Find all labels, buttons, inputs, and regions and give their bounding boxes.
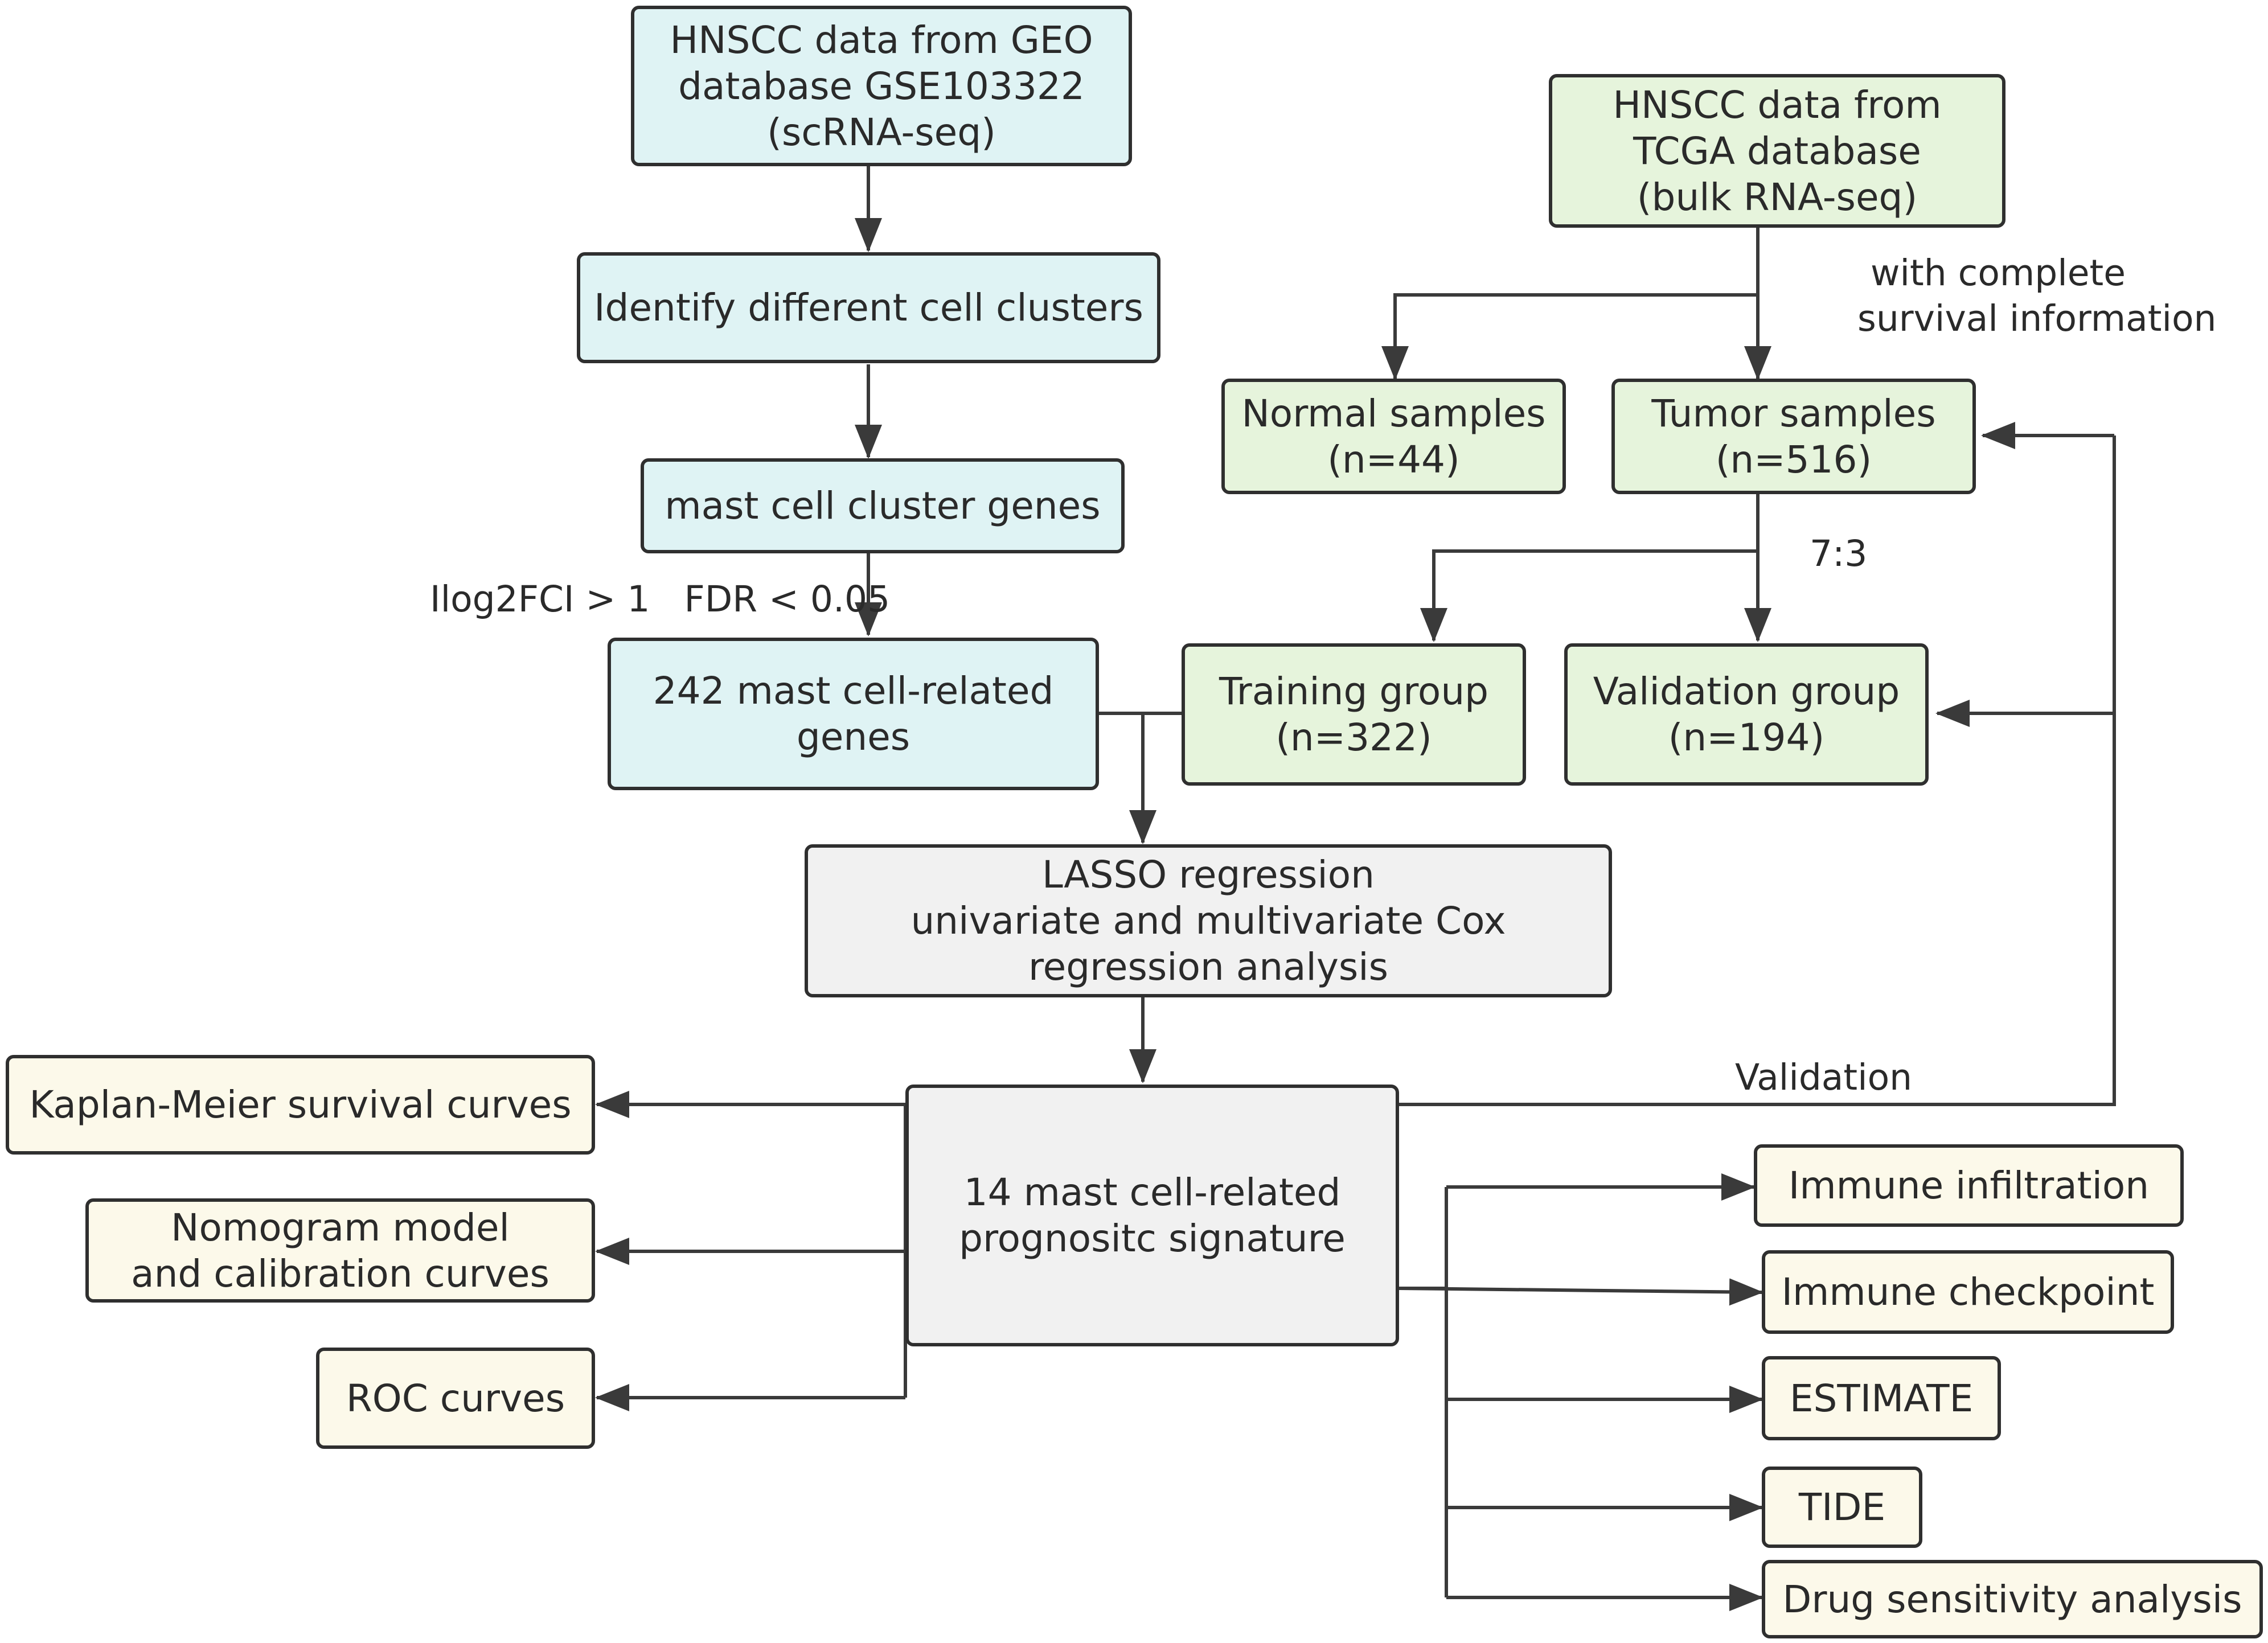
geo-data-line-2: database GSE103322: [678, 64, 1085, 108]
normal-samples-box: Normal samples (n=44): [1221, 379, 1566, 494]
identify-clusters-box: Identify different cell clusters: [577, 252, 1160, 363]
drug-sensitivity-text: Drug sensitivity analysis: [1782, 1577, 2242, 1621]
line-validation-feedback: [1399, 436, 2116, 1106]
survival-info-label-2: survival information: [1857, 298, 2217, 339]
arrow-tcga-to-normal: [1381, 293, 1758, 380]
kaplan-meier-text: Kaplan-Meier survival curves: [29, 1083, 572, 1127]
training-group-line-1: Training group: [1219, 669, 1489, 713]
tumor-samples-box: Tumor samples (n=516): [1611, 379, 1976, 494]
mast-cluster-genes-box: mast cell cluster genes: [641, 458, 1125, 553]
lasso-regression-line-2: univariate and multivariate Cox: [911, 899, 1506, 943]
tide-box: TIDE: [1762, 1467, 1922, 1548]
geo-data-box: HNSCC data from GEO database GSE103322 (…: [631, 6, 1132, 166]
immune-infiltration-box: Immune infiltration: [1754, 1144, 2184, 1227]
immune-checkpoint-box: Immune checkpoint: [1762, 1250, 2174, 1334]
nomogram-line-2: and calibration curves: [131, 1251, 549, 1296]
mast-cluster-genes-text: mast cell cluster genes: [665, 484, 1101, 528]
prognostic-signature-box: 14 mast cell-related prognositc signatur…: [905, 1085, 1399, 1346]
prognostic-signature-line-2: prognositc signature: [959, 1217, 1346, 1260]
tumor-samples-line-1: Tumor samples: [1651, 391, 1936, 436]
geo-data-line-3: (scRNA-seq): [767, 110, 996, 154]
survival-info-label-1: with complete: [1871, 252, 2126, 294]
roc-curves-text: ROC curves: [346, 1376, 565, 1420]
identify-clusters-text: Identify different cell clusters: [594, 286, 1143, 330]
mast-related-genes-line-1: 242 mast cell-related: [653, 669, 1054, 713]
lasso-regression-box: LASSO regression univariate and multivar…: [805, 844, 1612, 997]
training-group-box: Training group (n=322): [1182, 643, 1526, 786]
tide-text: TIDE: [1798, 1485, 1886, 1529]
tumor-samples-line-2: (n=516): [1715, 437, 1872, 482]
split-ratio-label: 7:3: [1810, 533, 1868, 574]
arrow-to-immune-checkpoint: [1398, 1278, 1763, 1306]
tcga-data-line-1: HNSCC data from: [1613, 83, 1942, 127]
immune-infiltration-text: Immune infiltration: [1788, 1164, 2150, 1207]
mast-related-genes-box: 242 mast cell-related genes: [608, 638, 1099, 790]
drug-sensitivity-box: Drug sensitivity analysis: [1762, 1560, 2263, 1638]
validation-group-box: Validation group (n=194): [1564, 643, 1929, 786]
arrow-tumor-to-training: [1420, 549, 1758, 642]
nomogram-box: Nomogram model and calibration curves: [85, 1198, 595, 1303]
tcga-data-box: HNSCC data from TCGA database (bulk RNA-…: [1549, 74, 2005, 228]
kaplan-meier-box: Kaplan-Meier survival curves: [6, 1055, 595, 1155]
normal-samples-line-2: (n=44): [1327, 437, 1460, 482]
lasso-regression-line-1: LASSO regression: [1042, 853, 1375, 897]
validation-label: Validation: [1735, 1057, 1913, 1098]
immune-checkpoint-text: Immune checkpoint: [1781, 1270, 2155, 1314]
tcga-data-line-2: TCGA database: [1633, 129, 1921, 173]
lasso-regression-line-3: regression analysis: [1028, 945, 1388, 989]
prognostic-signature-line-1: 14 mast cell-related: [963, 1170, 1341, 1214]
tcga-data-line-3: (bulk RNA-seq): [1637, 175, 1918, 219]
mast-related-genes-line-2: genes: [796, 715, 911, 759]
geo-data-line-1: HNSCC data from GEO: [670, 18, 1093, 62]
estimate-text: ESTIMATE: [1789, 1376, 1974, 1420]
estimate-box: ESTIMATE: [1762, 1356, 2001, 1440]
nomogram-line-1: Nomogram model: [171, 1205, 510, 1250]
validation-group-line-1: Validation group: [1593, 669, 1900, 713]
roc-curves-box: ROC curves: [316, 1348, 595, 1449]
filter-criteria-label: Ilog2FCI > 1 FDR < 0.05: [430, 578, 891, 620]
validation-group-line-2: (n=194): [1668, 716, 1825, 759]
training-group-line-2: (n=322): [1276, 716, 1432, 759]
normal-samples-line-1: Normal samples: [1241, 391, 1546, 436]
